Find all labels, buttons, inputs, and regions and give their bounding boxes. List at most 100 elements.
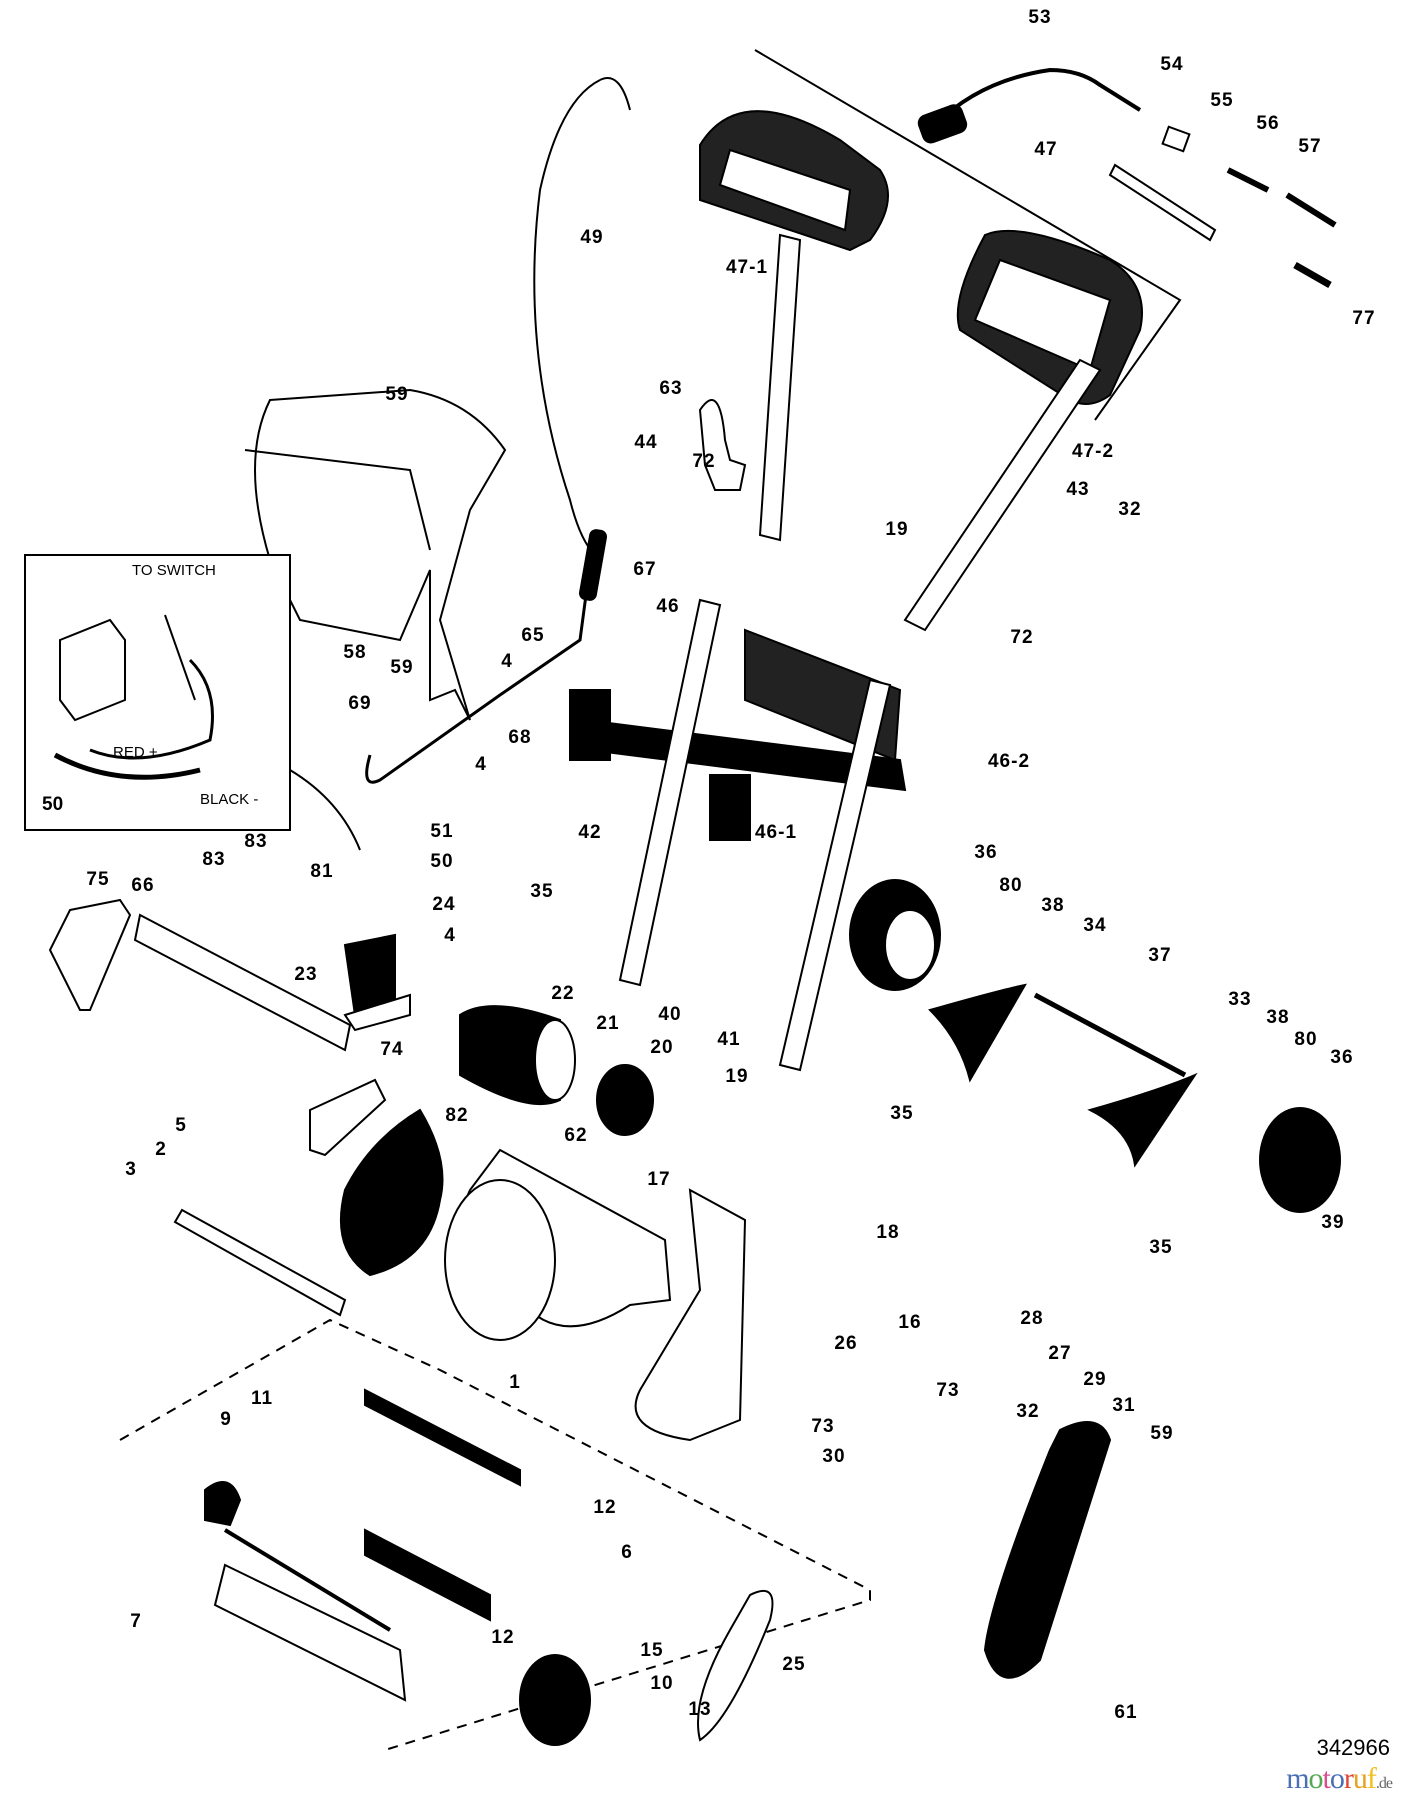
strip-12-upper xyxy=(364,1388,521,1487)
watermark-letter: t xyxy=(1322,1762,1331,1795)
callout-58: 58 xyxy=(343,642,367,663)
callout-30: 30 xyxy=(822,1446,846,1467)
callout-25: 25 xyxy=(782,1654,806,1675)
callout-62: 62 xyxy=(564,1125,588,1146)
callout-22: 22 xyxy=(551,983,575,1004)
inset-label-black: BLACK - xyxy=(200,791,259,808)
lower-tube-left xyxy=(618,598,722,987)
callout-81: 81 xyxy=(310,861,334,882)
watermark-letter: m xyxy=(1286,1762,1309,1795)
cover-75 xyxy=(48,898,132,1011)
side-frame xyxy=(634,1188,747,1442)
callout-35-left: 35 xyxy=(530,881,554,902)
callout-44: 44 xyxy=(634,432,658,453)
side-plate-33 xyxy=(1087,1072,1198,1168)
auger-tube xyxy=(213,1563,407,1702)
rod-grip xyxy=(578,529,608,601)
inset-rectifier xyxy=(59,618,126,722)
wheel-lower xyxy=(1259,1107,1341,1213)
callout-1: 1 xyxy=(509,1372,521,1393)
wheel-upper-hub xyxy=(884,909,936,981)
callout-68: 68 xyxy=(508,727,532,748)
callout-75: 75 xyxy=(86,869,110,890)
callout-80-lower: 80 xyxy=(1294,1029,1318,1050)
callout-12-upper: 12 xyxy=(593,1497,617,1518)
callout-15: 15 xyxy=(640,1640,664,1661)
shield-82 xyxy=(339,1108,444,1277)
callout-6: 6 xyxy=(621,1542,633,1563)
handle-tube-right xyxy=(903,358,1102,632)
callout-9: 9 xyxy=(220,1409,232,1430)
callout-40: 40 xyxy=(658,1004,682,1025)
callout-20: 20 xyxy=(650,1037,674,1058)
callout-36-lower: 36 xyxy=(1330,1047,1354,1068)
callout-16: 16 xyxy=(898,1312,922,1333)
chute-inner xyxy=(244,449,431,551)
callout-35-right: 35 xyxy=(1149,1237,1173,1258)
callout-34: 34 xyxy=(1083,915,1107,936)
handle-upper-inner xyxy=(718,148,852,232)
inset-label-red: RED + xyxy=(113,744,158,761)
callout-23: 23 xyxy=(294,964,318,985)
callout-47-1: 47-1 xyxy=(725,257,769,278)
watermark-letter: o xyxy=(1308,1762,1324,1795)
switch-cover xyxy=(1108,163,1217,242)
callout-82: 82 xyxy=(445,1105,469,1126)
callout-46-2: 46-2 xyxy=(987,751,1031,772)
frame-end-right xyxy=(709,774,751,841)
part-77 xyxy=(1293,261,1332,289)
watermark-letter: r xyxy=(1343,1762,1354,1795)
bracket-23-base xyxy=(343,993,411,1032)
callout-67: 67 xyxy=(633,559,657,580)
part-56 xyxy=(1226,167,1270,193)
callout-29: 29 xyxy=(1083,1369,1107,1390)
callout-33: 33 xyxy=(1228,989,1252,1010)
belt-25 xyxy=(697,1589,774,1742)
pulley-21 xyxy=(596,1064,654,1136)
callout-10: 10 xyxy=(650,1673,674,1694)
callout-46: 46 xyxy=(656,596,680,617)
side-plate-34 xyxy=(928,983,1027,1083)
callout-19-upper: 19 xyxy=(885,519,909,540)
callout-54: 54 xyxy=(1160,54,1184,75)
callout-46-1: 46-1 xyxy=(754,822,798,843)
power-cord xyxy=(933,67,1142,127)
watermark-suffix: .de xyxy=(1375,1775,1393,1792)
frame-end-left xyxy=(569,689,611,761)
handle-tube-left xyxy=(758,233,802,542)
inset-wire-switch xyxy=(164,614,196,701)
callout-47: 47 xyxy=(1034,139,1058,160)
drive-cover-31 xyxy=(983,1421,1112,1679)
callout-18: 18 xyxy=(876,1222,900,1243)
inset-label-to-switch: TO SWITCH xyxy=(132,562,216,579)
callout-53: 53 xyxy=(1028,7,1052,28)
callout-28: 28 xyxy=(1020,1308,1044,1329)
callout-63: 63 xyxy=(659,378,683,399)
watermark-logo: motoruf.de xyxy=(1286,1762,1393,1801)
cord-plug xyxy=(917,104,968,144)
watermark-letter: f xyxy=(1366,1762,1377,1795)
callout-27: 27 xyxy=(1048,1343,1072,1364)
callout-59-lower: 59 xyxy=(1150,1423,1174,1444)
motor-face xyxy=(534,1019,576,1101)
callout-69: 69 xyxy=(348,693,372,714)
chute-rod xyxy=(365,564,592,784)
callout-59-top: 59 xyxy=(385,384,409,405)
callout-19-lower: 19 xyxy=(725,1066,749,1087)
strip-12-lower xyxy=(364,1528,491,1622)
callout-83-a: 83 xyxy=(202,849,226,870)
bearing-9 xyxy=(204,1481,242,1527)
watermark-letter: u xyxy=(1352,1762,1368,1795)
callout-32-lower: 32 xyxy=(1016,1401,1040,1422)
callout-12-lower: 12 xyxy=(491,1627,515,1648)
scraper-bar xyxy=(173,1208,347,1317)
callout-35-mid: 35 xyxy=(890,1103,914,1124)
discharge-chute xyxy=(254,388,507,721)
cover-74 xyxy=(309,1078,387,1157)
callout-73-right: 73 xyxy=(936,1380,960,1401)
callout-13: 13 xyxy=(688,1699,712,1720)
callout-37: 37 xyxy=(1148,945,1172,966)
callout-74: 74 xyxy=(380,1039,404,1060)
callout-73-left: 73 xyxy=(811,1416,835,1437)
shaft-11 xyxy=(223,1528,392,1632)
